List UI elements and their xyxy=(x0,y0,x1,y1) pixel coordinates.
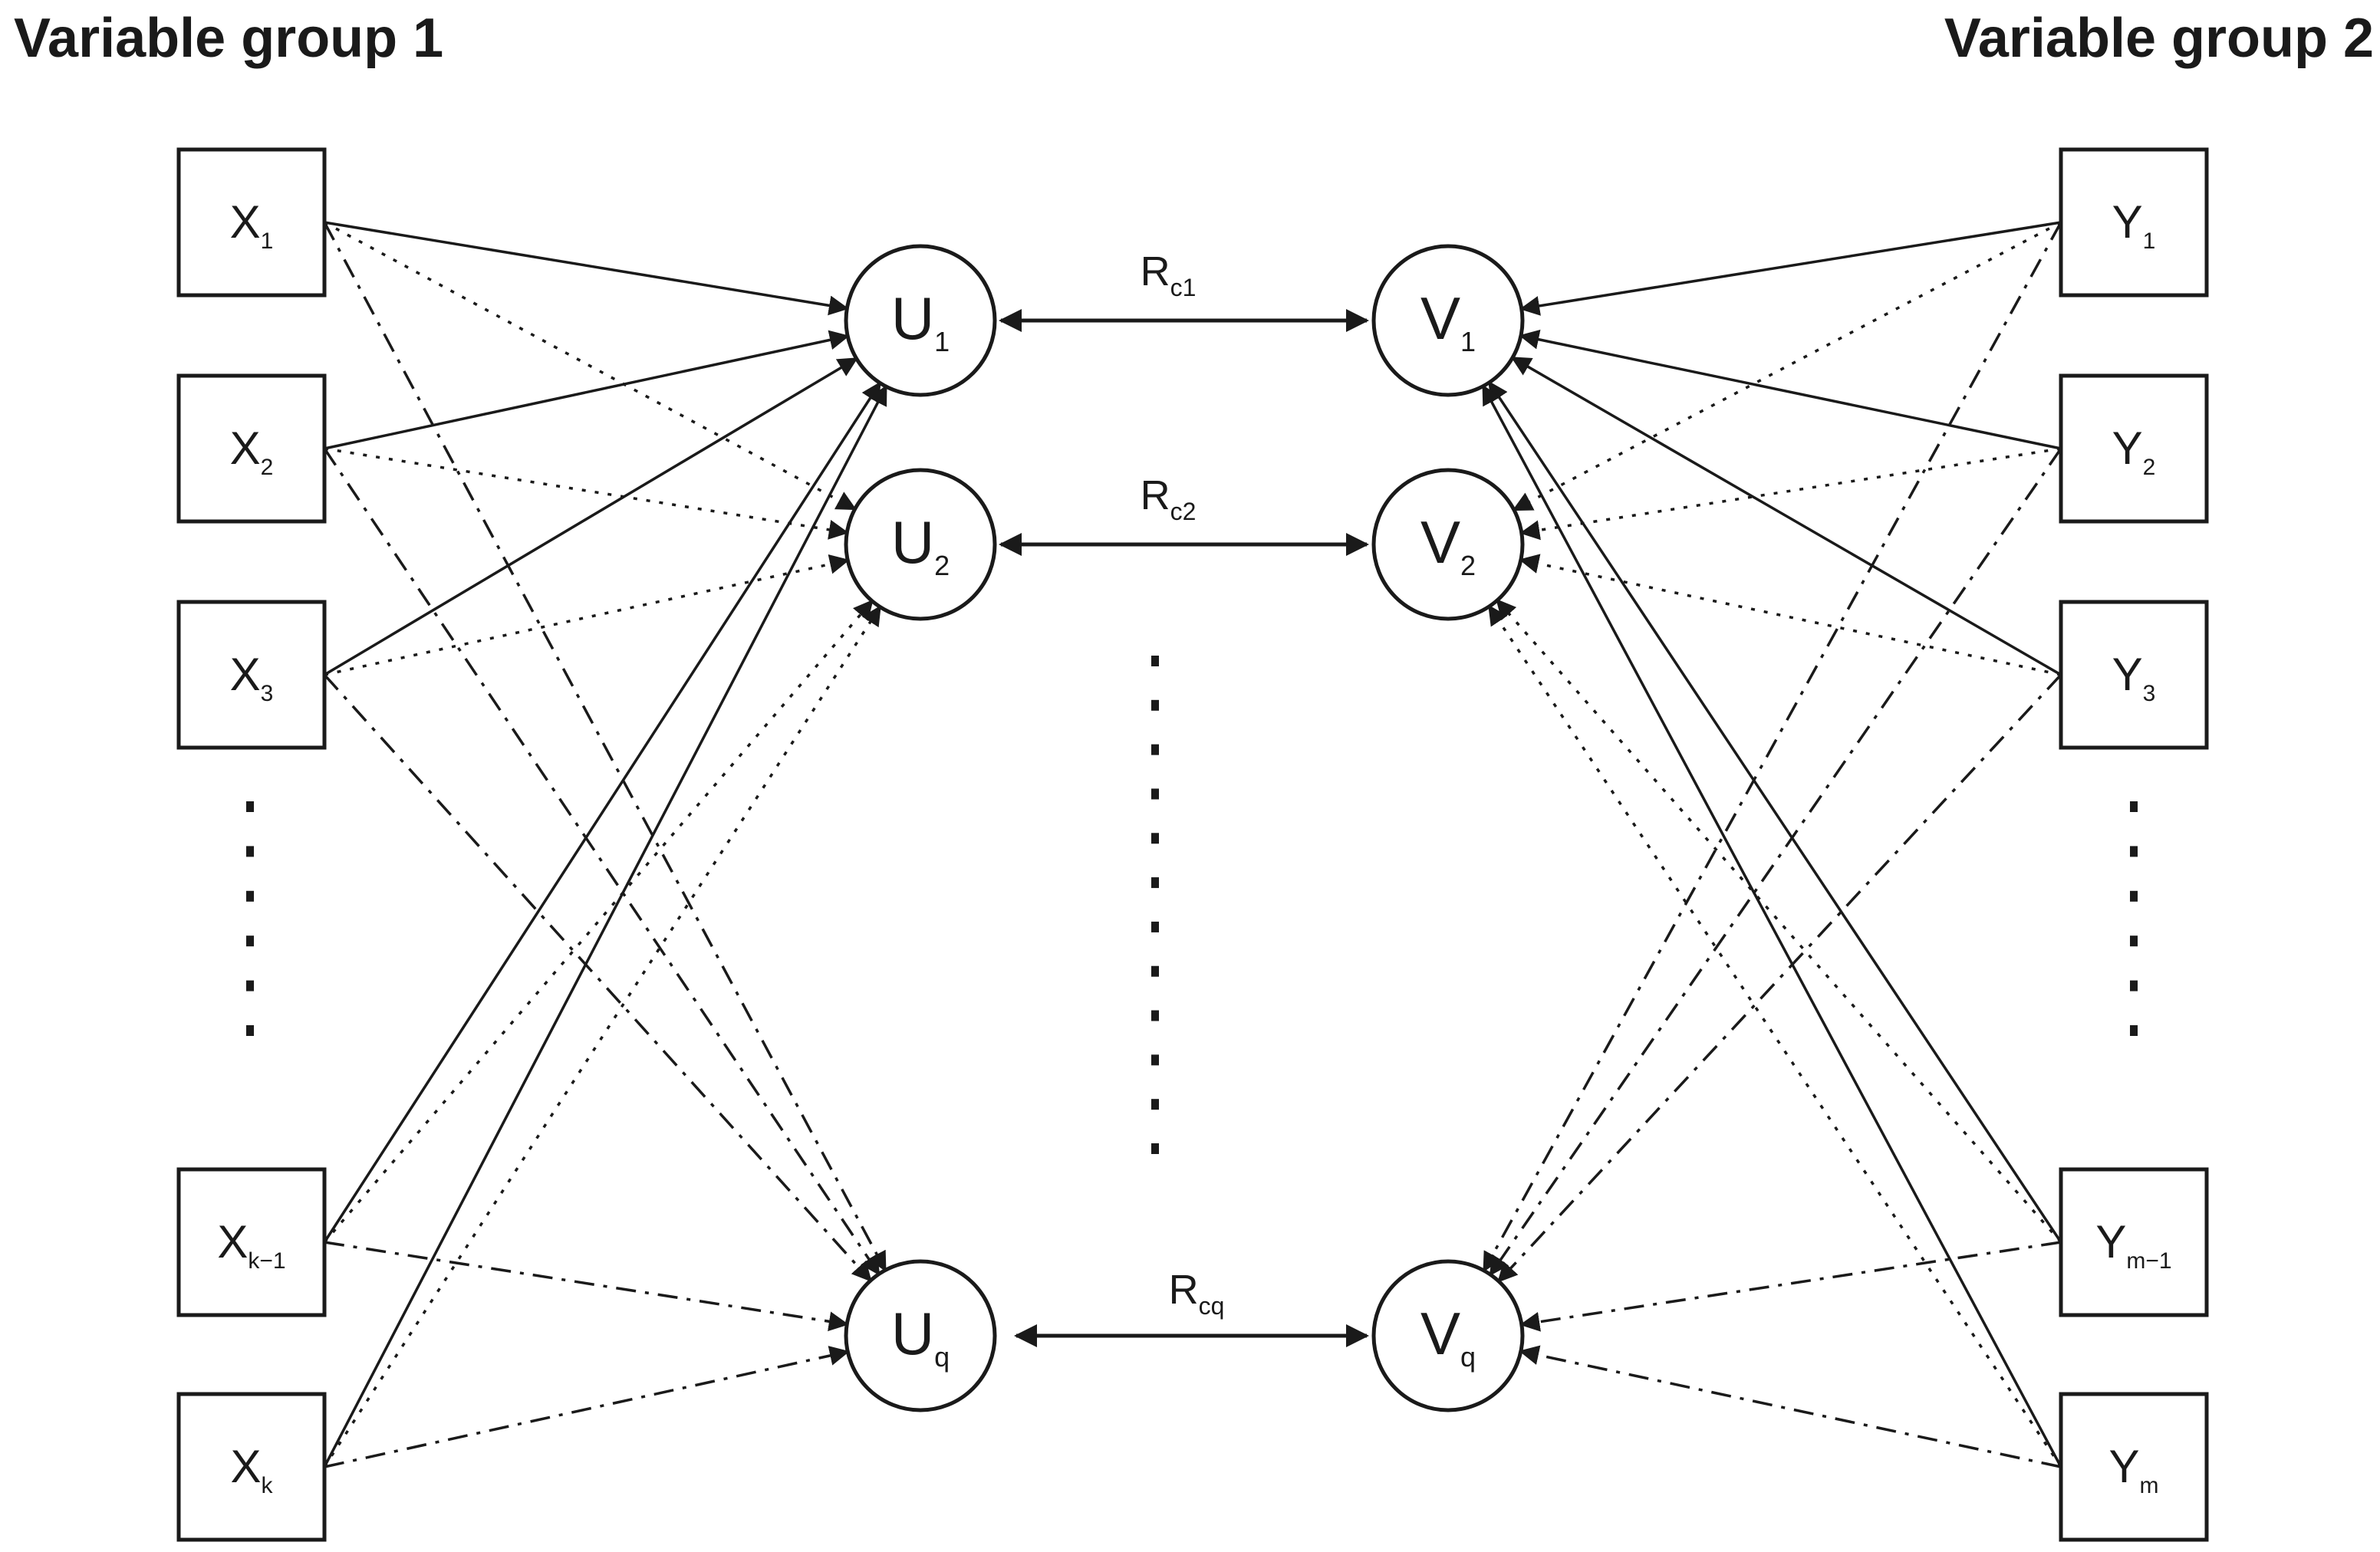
ellipsis-dot-right xyxy=(2130,1025,2138,1036)
y-variable-box xyxy=(2059,1167,2209,1317)
v-canonical-variate xyxy=(1371,244,1525,397)
ellipsis-dot-left xyxy=(246,1025,254,1036)
loading-edge-y5-v2 xyxy=(1488,604,2062,1468)
loading-edge-y1-v3 xyxy=(1483,222,2062,1273)
ellipsis-dot-center xyxy=(1151,1099,1159,1110)
x-variable-box xyxy=(176,373,327,524)
y-variable-box xyxy=(2059,147,2209,298)
loading-edge-x5-u3 xyxy=(324,1346,850,1468)
v-variate-label: Vq xyxy=(1420,1300,1476,1373)
ellipsis-dot-center xyxy=(1151,921,1159,932)
v-canonical-variate xyxy=(1371,1259,1525,1412)
ellipsis-dots xyxy=(246,656,2138,1154)
loading-edge-y3-v1 xyxy=(1510,357,2062,676)
ellipsis-dot-right xyxy=(2130,890,2138,902)
loading-edge-y5-v1 xyxy=(1482,384,2062,1468)
correlation-arrows xyxy=(999,309,1369,1347)
u-canonical-variate xyxy=(844,244,997,397)
loading-edge-y3-v2 xyxy=(1519,554,2062,676)
ellipsis-dot-center xyxy=(1151,1010,1159,1021)
y-variable-label: Y1 xyxy=(2112,196,2156,254)
v-canonical-variate xyxy=(1371,468,1525,621)
correlation-label-q: Rcq xyxy=(1169,1267,1225,1320)
ellipsis-dot-center xyxy=(1151,877,1159,889)
loading-edge-y1-v1 xyxy=(1519,221,2062,316)
correlation-label-2: Rc2 xyxy=(1141,472,1197,525)
ellipsis-dot-left xyxy=(246,980,254,991)
y-variable-box xyxy=(2059,600,2209,750)
loading-edge-x4-u3 xyxy=(324,1241,849,1332)
x-variable-label: X1 xyxy=(230,196,274,254)
ellipsis-dot-right xyxy=(2130,846,2138,857)
loading-edge-x3-u1 xyxy=(324,357,858,676)
loading-edge-x1-u2 xyxy=(324,221,857,511)
loading-edge-y2-v1 xyxy=(1519,329,2062,450)
ellipsis-dot-center xyxy=(1151,1143,1159,1154)
y-variable-box xyxy=(2059,373,2209,524)
ellipsis-dot-left xyxy=(246,890,254,902)
ellipsis-dot-left xyxy=(246,801,254,812)
y-variable-box xyxy=(2059,1392,2209,1542)
x-variable-box xyxy=(176,1392,327,1542)
x-variable-label: Xk xyxy=(230,1441,273,1498)
y-variable-label: Y3 xyxy=(2112,649,2156,706)
y-variable-label: Y2 xyxy=(2112,423,2156,480)
ellipsis-dot-center xyxy=(1151,965,1159,977)
ellipsis-dot-center xyxy=(1151,744,1159,755)
ellipsis-dot-left xyxy=(246,846,254,857)
loading-edge-y5-v3 xyxy=(1519,1345,2062,1468)
v-variate-label: V1 xyxy=(1420,284,1476,357)
u-variate-label: U1 xyxy=(891,284,950,357)
ellipsis-dot-center xyxy=(1151,788,1159,800)
loading-edge-x3-u2 xyxy=(324,554,850,676)
ellipsis-dot-left xyxy=(246,935,254,947)
ellipsis-dot-center xyxy=(1151,1054,1159,1066)
loading-edge-x5-u1 xyxy=(323,384,887,1468)
ellipsis-dot-center xyxy=(1151,699,1159,711)
loading-edge-y3-v3 xyxy=(1497,673,2062,1283)
ellipsis-dot-center xyxy=(1151,833,1159,844)
loading-edge-y4-v3 xyxy=(1519,1241,2062,1332)
loading-edge-x2-u1 xyxy=(324,330,850,450)
x-variable-label: X2 xyxy=(230,423,274,480)
ellipsis-dot-center xyxy=(1151,656,1159,666)
x-variable-label: X3 xyxy=(230,649,274,706)
y-variable-label: Ym−1 xyxy=(2095,1216,2171,1274)
ellipsis-dot-right xyxy=(2130,935,2138,947)
x-variable-box xyxy=(176,147,327,298)
ellipsis-dot-right xyxy=(2130,980,2138,991)
loading-edge-y4-v2 xyxy=(1496,598,2062,1244)
loading-edge-x1-u1 xyxy=(324,221,849,316)
u-canonical-variate xyxy=(844,468,997,621)
loading-edge-x4-u1 xyxy=(323,381,881,1243)
u-canonical-variate xyxy=(844,1259,997,1412)
u-variate-label: U2 xyxy=(891,508,950,581)
loading-edge-x1-u3 xyxy=(323,222,887,1272)
loading-edge-x3-u3 xyxy=(323,673,872,1282)
x-variable-box xyxy=(176,1167,327,1317)
group-1-title: Variable group 1 xyxy=(14,8,443,69)
v-variate-label: V2 xyxy=(1420,508,1476,581)
u-variate-label: Uq xyxy=(891,1300,950,1373)
loading-edge-x4-u2 xyxy=(323,599,874,1244)
group-2-title: Variable group 2 xyxy=(1944,8,2374,69)
x-variable-label: Xk−1 xyxy=(217,1216,285,1274)
loading-edges xyxy=(323,221,2062,1468)
ellipsis-dot-right xyxy=(2130,801,2138,812)
x-variable-box xyxy=(176,600,327,750)
loading-edge-x2-u2 xyxy=(324,447,849,540)
loading-edge-y4-v1 xyxy=(1488,380,2062,1243)
y-variable-label: Ym xyxy=(2108,1441,2158,1498)
loading-edge-x2-u3 xyxy=(323,448,881,1276)
correlation-label-1: Rc1 xyxy=(1141,248,1197,301)
loading-edge-x5-u2 xyxy=(323,605,881,1468)
